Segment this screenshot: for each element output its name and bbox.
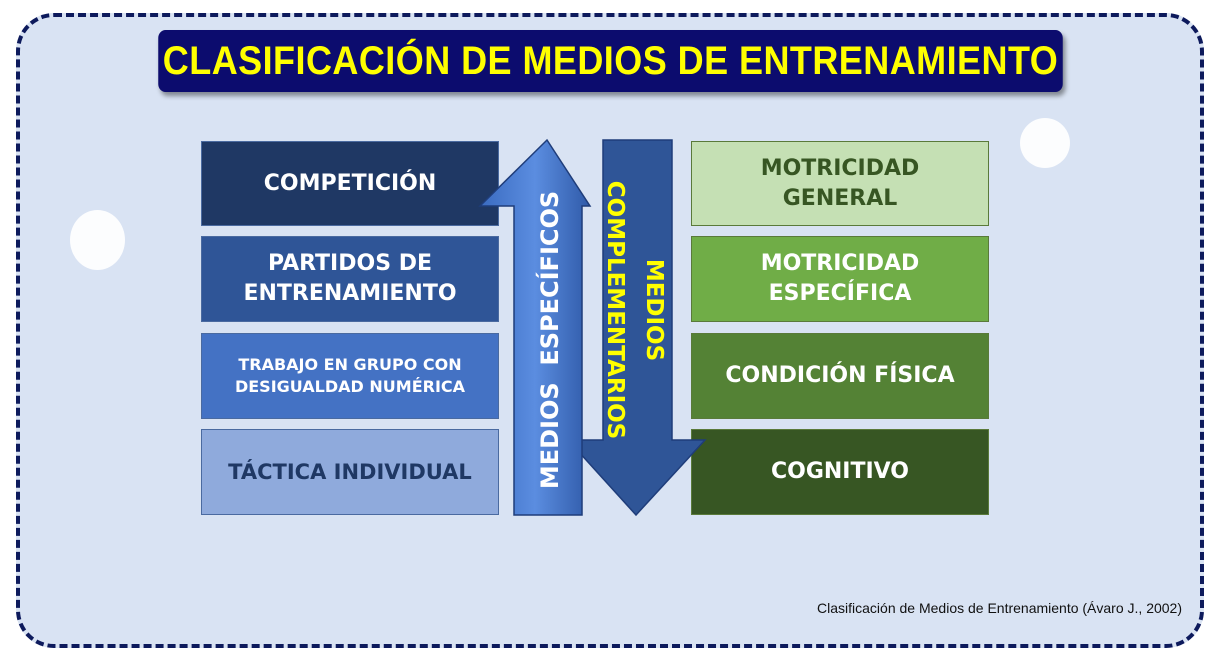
arrow-down-label-line2: COMPLEMENTARIOS — [602, 181, 628, 439]
box-motricidad-especifica: MOTRICIDAD ESPECÍFICA — [691, 236, 989, 322]
arrow-up — [478, 138, 592, 516]
source-caption: Clasificación de Medios de Entrenamiento… — [817, 600, 1182, 616]
box-motricidad-general: MOTRICIDAD GENERAL — [691, 141, 989, 226]
ball-silhouette — [1020, 118, 1070, 168]
box-tactica: TÁCTICA INDIVIDUAL — [201, 429, 499, 515]
box-competicion: COMPETICIÓN — [201, 141, 499, 226]
box-trabajo-grupo: TRABAJO EN GRUPO CON DESIGUALDAD NUMÉRIC… — [201, 333, 499, 419]
box-condicion-fisica: CONDICIÓN FÍSICA — [691, 333, 989, 419]
box-partidos: PARTIDOS DE ENTRENAMIENTO — [201, 236, 499, 322]
page-title: CLASIFICACIÓN DE MEDIOS DE ENTRENAMIENTO — [158, 30, 1063, 92]
box-cognitivo: COGNITIVO — [691, 429, 989, 515]
arrow-down-label-line1: MEDIOS — [641, 259, 667, 361]
ball-silhouette — [70, 210, 125, 270]
arrow-up-label: MEDIOS ESPECÍFICOS — [535, 191, 564, 489]
arrow-down — [566, 139, 707, 517]
